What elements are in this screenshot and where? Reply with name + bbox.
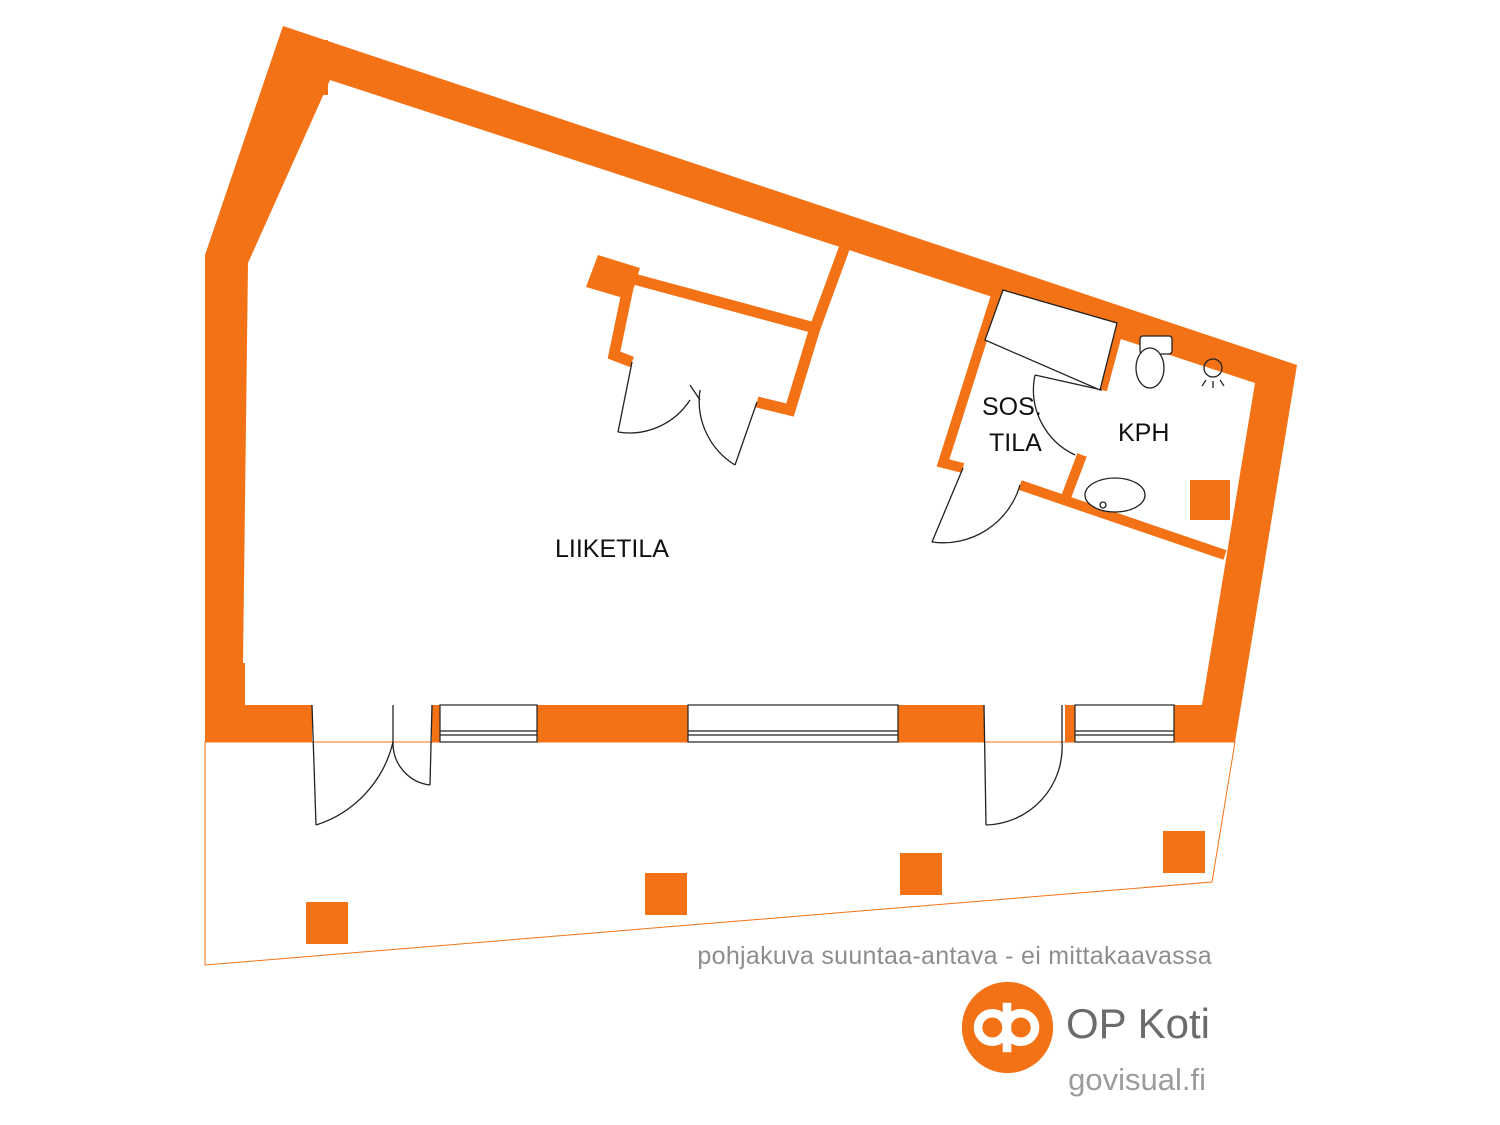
storage-wall-end [586, 255, 640, 300]
window [1074, 704, 1175, 743]
op-logo-icon [961, 981, 1054, 1074]
front-doors [311, 704, 1063, 826]
bath-door [1032, 374, 1103, 456]
kitchen-counter [984, 289, 1118, 391]
social-room-door [931, 467, 1021, 544]
outer-walls [205, 26, 1297, 742]
window [439, 704, 538, 743]
credit-text: govisual.fi [1068, 1062, 1206, 1097]
window [687, 704, 899, 743]
room-label-sos: SOS. [982, 393, 1042, 421]
room-label-kph: KPH [1118, 419, 1169, 447]
toilet-icon [1135, 335, 1173, 389]
front-wall [432, 705, 1075, 742]
storage-doors [617, 361, 758, 466]
room-label-tila: TILA [989, 429, 1042, 457]
room-label-liiketila: LIIKETILA [555, 535, 669, 563]
disclaimer-caption: pohjakuva suuntaa-antava - ei mittakaava… [697, 942, 1212, 970]
sink-icon [1084, 477, 1146, 513]
shower-icon [1201, 358, 1225, 388]
service-walls [936, 281, 1227, 560]
storage-walls [607, 236, 854, 417]
terrace-pillars [306, 831, 1205, 944]
windows [439, 704, 1175, 743]
terrace-outline [204, 741, 1236, 966]
brand-name: OP Koti [1066, 1000, 1210, 1047]
